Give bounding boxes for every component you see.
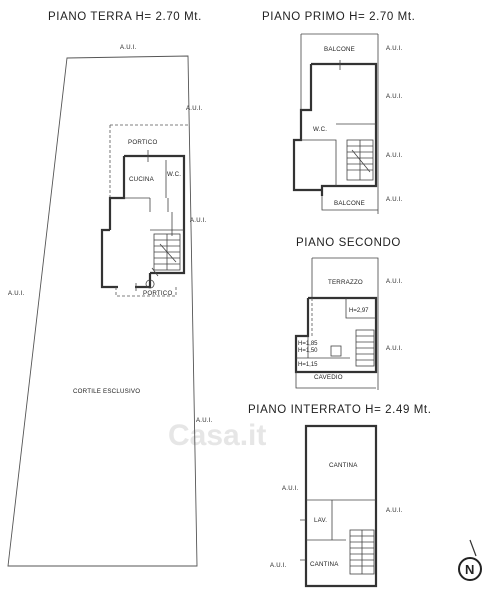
room-label-balcone-bottom: BALCONE xyxy=(334,200,365,207)
room-label-cucina: CUCINA xyxy=(129,176,155,183)
north-arrow-icon: N xyxy=(458,539,482,581)
first-floor-plan xyxy=(292,33,379,214)
room-label-cantina-top: CANTINA xyxy=(329,462,358,469)
aui-label-right-middle: A.U.I. xyxy=(190,218,207,224)
watermark: Casa.it xyxy=(168,419,266,452)
aui-label-basement-right: A.U.I. xyxy=(386,508,403,514)
second-floor-plan xyxy=(294,257,379,390)
compass-letter: N xyxy=(465,562,474,577)
room-label-cantina-bottom: CANTINA xyxy=(310,561,339,568)
aui-label-second-1: A.U.I. xyxy=(386,279,403,285)
height-label-150: H=1,50 xyxy=(298,348,318,354)
height-label-115: H=1,15 xyxy=(298,362,318,368)
room-label-lav: LAV. xyxy=(314,517,327,524)
room-label-wc-ground: W.C. xyxy=(167,171,181,178)
aui-label-right-lower: A.U.I. xyxy=(196,418,213,424)
basement-floor-title: PIANO INTERRATO H= 2.49 Mt. xyxy=(248,404,432,416)
room-label-cavedio: CAVEDIO xyxy=(314,374,343,381)
aui-label-first-1: A.U.I. xyxy=(386,46,403,52)
ground-floor-title: PIANO TERRA H= 2.70 Mt. xyxy=(48,11,202,23)
height-label-185: H=1,85 xyxy=(298,341,318,347)
aui-label-first-3: A.U.I. xyxy=(386,153,403,159)
aui-label-first-2: A.U.I. xyxy=(386,94,403,100)
site-boundary xyxy=(7,55,198,567)
aui-label-basement-left-2: A.U.I. xyxy=(270,563,287,569)
second-floor-title: PIANO SECONDO xyxy=(296,237,401,249)
room-label-wc-first: W.C. xyxy=(313,126,327,133)
aui-label-second-2: A.U.I. xyxy=(386,346,403,352)
room-label-terrazzo: TERRAZZO xyxy=(328,279,363,286)
room-label-cortile: CORTILE ESCLUSIVO xyxy=(73,388,140,395)
aui-label-right-upper: A.U.I. xyxy=(186,106,203,112)
first-floor-title: PIANO PRIMO H= 2.70 Mt. xyxy=(262,11,415,23)
basement-plan xyxy=(300,424,378,588)
aui-label-top: A.U.I. xyxy=(120,45,137,51)
aui-label-first-4: A.U.I. xyxy=(386,197,403,203)
aui-label-left: A.U.I. xyxy=(8,291,25,297)
room-label-balcone-top: BALCONE xyxy=(324,46,355,53)
room-label-portico-top: PORTICO xyxy=(128,139,157,146)
ground-floor-plan xyxy=(100,124,188,297)
room-label-portico-bottom: PORTICO xyxy=(143,290,172,297)
aui-label-basement-left-1: A.U.I. xyxy=(282,486,299,492)
height-label-297: H=2,97 xyxy=(349,308,369,314)
